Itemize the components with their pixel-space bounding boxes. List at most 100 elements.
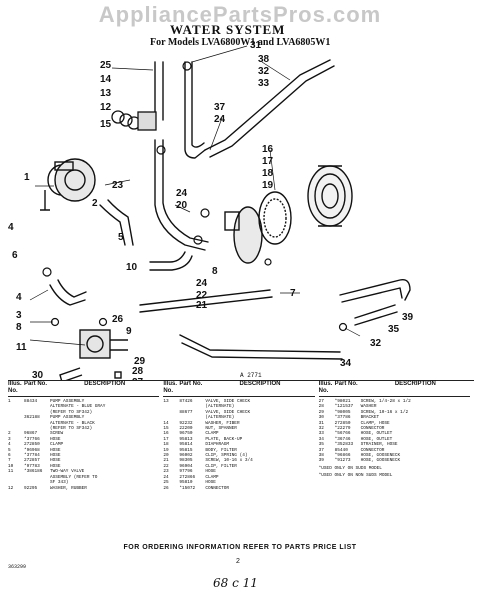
cell-part: 96750 (179, 431, 193, 437)
header-h1: Illus. No. (8, 381, 22, 394)
callout-3: 3 (16, 310, 22, 321)
cell-no: 30 (318, 415, 324, 421)
cell-part: *36746 (334, 436, 351, 442)
cell-part: *91273 (334, 458, 351, 464)
ordering-info: FOR ORDERING INFORMATION REFER TO PARTS … (123, 544, 357, 551)
callout-9: 9 (126, 326, 132, 337)
cell-part: *15072 (179, 485, 196, 491)
cell-part: 88677 (179, 409, 193, 415)
cell-part: 98305 (179, 458, 193, 464)
cell-desc: ALTERNATE - BLUE GRAY (50, 404, 106, 410)
diagram-title: WATER SYSTEM For Models LVA6800W1 and LV… (150, 22, 390, 48)
cell-desc: HOSE (50, 463, 61, 469)
parts-column-header: Illus. No.Part No.DESCRIPTION (8, 381, 160, 397)
cell-part: 22200 (179, 426, 193, 432)
callout-32b: 32 (370, 338, 382, 349)
cell-desc: SCREW, 10-16 x 1/2 (360, 409, 409, 415)
cell-part: *98021 (334, 399, 351, 404)
parts-column-header: Illus. No.Part No.DESCRIPTION (163, 381, 315, 397)
callout-11: 11 (16, 342, 27, 353)
callout-16: 16 (262, 144, 274, 155)
callout-5: 5 (118, 232, 124, 243)
cell-no: 23 (163, 469, 169, 475)
strainer-hose-35 (354, 304, 396, 319)
side-check-valve (111, 110, 157, 131)
cell-no: 38 (318, 453, 324, 459)
cell-desc: HOSE, OUTLET (360, 431, 393, 437)
cell-no: 4 (8, 442, 11, 448)
callout-35: 35 (388, 324, 400, 335)
cell-desc: CLAMP, HOSE (360, 420, 390, 426)
cell-desc: PLATE, BACK-UP (205, 436, 243, 442)
cell-no: 16 (163, 431, 169, 437)
cell-no: 35 (318, 442, 324, 448)
callout-28: 28 (132, 366, 144, 377)
callout-38: 38 (258, 54, 270, 65)
cell-no: 25 (163, 480, 169, 486)
cell-desc: ASSEMBLY (REFER TO (50, 474, 98, 480)
cell-desc: CONNECTOR (360, 426, 385, 432)
riser-hose (154, 139, 206, 251)
cell-desc: SCREW, 1/4-28 x 1/2 (360, 399, 411, 404)
handwritten-note: 68 c 11 (213, 576, 258, 590)
callout-4b: 4 (16, 292, 22, 303)
cell-desc: SCREW, 10-16 x 3/4 (205, 458, 253, 464)
cell-desc: SCREW (50, 431, 64, 437)
cell-desc: (ALTERNATE) (205, 415, 235, 421)
cell-part: *96866 (334, 453, 351, 459)
cell-desc: CLIP, SPRING (4) (205, 453, 248, 459)
callout-18: 18 (262, 168, 274, 179)
cell-no: 31 (318, 420, 324, 426)
hose-ten (149, 251, 186, 263)
outlet-hose-39 (339, 279, 411, 301)
table-row: (REFER TO SF342) (8, 410, 159, 415)
cell-desc: VALVE, SIDE CHECK (205, 409, 251, 415)
cell-desc: BRACKET (360, 415, 380, 421)
callout-23: 23 (112, 180, 124, 191)
callout-13: 13 (100, 88, 112, 99)
cell-part: 95810 (179, 480, 193, 486)
watermark-text: AppliancePartsPros.com (98, 2, 382, 27)
cell-desc: NUT, SPANNER (205, 426, 237, 432)
hose-pump-left (99, 204, 126, 246)
two-way-valve (59, 329, 128, 380)
cell-desc: CONNECTOR (205, 485, 230, 491)
callout-29: 29 (134, 356, 146, 367)
callout-27: 27 (132, 377, 144, 380)
cell-part: 92295 (24, 485, 38, 491)
table-row: 35 *352833 STRAINER, HOSE (319, 442, 470, 447)
table-row: (ALTERNATE) (163, 415, 314, 420)
callout-21: 21 (196, 300, 208, 311)
cell-desc: PUMP ASSEMBLY (50, 399, 85, 404)
cell-no: 27 (318, 399, 324, 404)
cell-no: 37 (318, 447, 324, 453)
cell-desc: STRAINER, HOSE (360, 442, 398, 448)
cell-desc: WASHER, RUBBER (50, 485, 87, 491)
cell-desc: (REFER TO SF342) (50, 409, 93, 415)
callout-30: 30 (32, 370, 44, 380)
cell-desc: PUMP ASSEMBLY (50, 415, 85, 421)
cell-no: 11 (8, 469, 14, 475)
cell-desc: ALTERNATE - BLACK (50, 420, 95, 426)
cell-no: 12 (8, 485, 14, 491)
cell-part: 92232 (179, 420, 193, 426)
cell-part: *352833 (334, 442, 354, 448)
cell-no: 18 (163, 442, 169, 448)
page-number: 2 (236, 558, 240, 565)
callout-24c: 24 (196, 278, 208, 289)
header-h3: DESCRIPTION (84, 381, 126, 387)
